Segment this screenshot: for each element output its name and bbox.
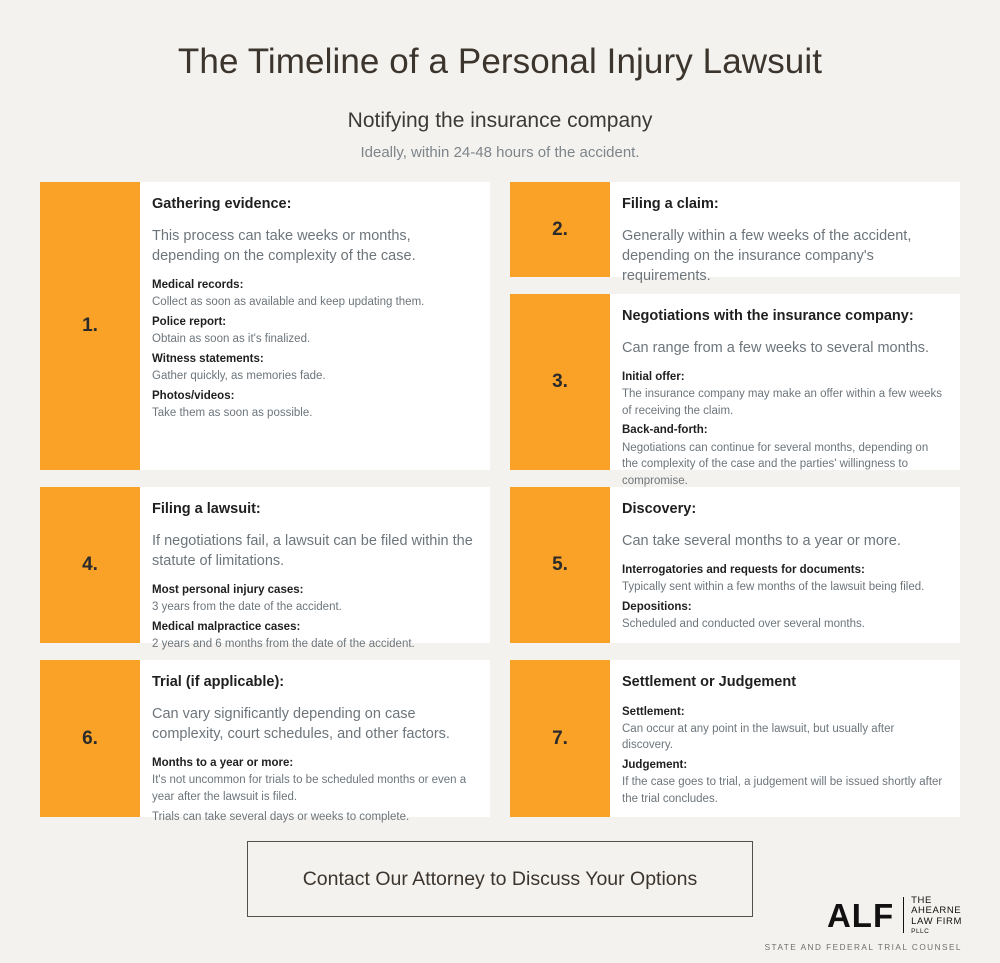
- logo-firm-line-the: THE: [911, 895, 932, 906]
- step-detail-label: Most personal injury cases:: [152, 584, 304, 597]
- step-content: Settlement or Judgement Settlement: Can …: [610, 660, 960, 817]
- step-title: Filing a claim:: [622, 196, 719, 212]
- step-detail-label: Witness statements:: [152, 353, 264, 365]
- timeline-step-card: 1. Gathering evidence: This process can …: [40, 182, 490, 470]
- step-detail-text: The insurance company may make an offer …: [622, 388, 943, 417]
- page-header: The Timeline of a Personal Injury Lawsui…: [0, 0, 1000, 162]
- step-detail-item: Months to a year or more: It's not uncom…: [152, 755, 474, 806]
- step-title: Negotiations with the insurance company:: [622, 308, 914, 324]
- page-subtitle: Notifying the insurance company: [347, 109, 653, 133]
- step-detail-label: Interrogatories and requests for documen…: [622, 563, 865, 576]
- timeline-step-card: 6. Trial (if applicable): Can vary signi…: [40, 660, 490, 823]
- page-title: The Timeline of a Personal Injury Lawsui…: [177, 42, 823, 81]
- step-title: Discovery:: [622, 501, 697, 517]
- step-detail-text: Typically sent within a few months of th…: [622, 581, 925, 594]
- step-detail-text: Trials can take several days or weeks to…: [152, 810, 410, 823]
- step-number-badge: 7.: [510, 660, 610, 817]
- step-detail-label: Depositions:: [622, 600, 692, 613]
- step-lead: Generally within a few weeks of the acci…: [622, 227, 912, 285]
- step-detail-item: Initial offer: The insurance company may…: [622, 369, 944, 420]
- step-lead: Can take several months to a year or mor…: [622, 532, 901, 549]
- logo-firm-line-pllc: PLLC: [911, 927, 930, 935]
- timeline-step-card: 7. Settlement or Judgement Settlement: C…: [510, 660, 960, 817]
- step-detail-label: Settlement:: [622, 705, 685, 718]
- step-lead: Can vary significantly depending on case…: [152, 705, 450, 742]
- step-title: Gathering evidence:: [152, 196, 292, 212]
- step-content: Filing a lawsuit: If negotiations fail, …: [140, 487, 490, 650]
- law-firm-logo: ALF THE AHEARNE LAW FIRM PLLC STATE AND …: [764, 895, 962, 952]
- step-detail-text: It's not uncommon for trials to be sched…: [152, 774, 467, 804]
- step-number-badge: 5.: [510, 487, 610, 643]
- step-detail-text: Collect as soon as available and keep up…: [152, 296, 425, 309]
- step-detail-text: Obtain as soon as it's finalized.: [152, 333, 311, 346]
- timeline-step-card: 2. Filing a claim: Generally within a fe…: [510, 182, 960, 284]
- step-detail-text: 2 years and 6 months from the date of th…: [152, 638, 415, 651]
- page-subtitle-description: Ideally, within 24-48 hours of the accid…: [360, 144, 640, 162]
- step-detail-item: Witness statements: Gather quickly, as m…: [152, 351, 474, 385]
- step-detail-item: Judgement: If the case goes to trial, a …: [622, 757, 944, 808]
- step-detail-item: Photos/videos: Take them as soon as poss…: [152, 388, 474, 422]
- step-detail-label: Initial offer:: [622, 370, 685, 383]
- step-detail-item: Settlement: Can occur at any point in th…: [622, 704, 944, 755]
- timeline-column-left: 1. Gathering evidence: This process can …: [40, 182, 490, 834]
- step-number-badge: 3.: [510, 294, 610, 470]
- step-detail-label: Medical malpractice cases:: [152, 621, 301, 634]
- step-detail-label: Police report:: [152, 316, 227, 329]
- step-detail-label: Medical records:: [152, 279, 244, 292]
- step-detail-text: Negotiations can continue for several mo…: [622, 441, 929, 488]
- step-detail-text: If the case goes to trial, a judgement w…: [622, 776, 943, 806]
- step-content: Discovery: Can take several months to a …: [610, 487, 960, 643]
- step-detail-label: Judgement:: [622, 759, 688, 772]
- step-content: Negotiations with the insurance company:…: [610, 294, 960, 487]
- logo-mark-row: ALF THE AHEARNE LAW FIRM PLLC: [765, 895, 962, 935]
- step-detail-item: Medical records: Collect as soon as avai…: [152, 277, 474, 311]
- logo-firm-name: THE AHEARNE LAW FIRM PLLC: [911, 895, 962, 935]
- logo-monogram: ALF: [826, 896, 895, 934]
- step-lead: This process can take weeks or months, d…: [152, 227, 416, 264]
- step-content: Trial (if applicable): Can vary signific…: [140, 660, 490, 823]
- step-detail-text: Can occur at any point in the lawsuit, b…: [622, 722, 895, 752]
- step-title: Settlement or Judgement: [622, 674, 797, 690]
- step-detail-item: Most personal injury cases: 3 years from…: [152, 582, 474, 616]
- step-number-badge: 4.: [40, 487, 140, 643]
- step-detail-item: Police report: Obtain as soon as it's fi…: [152, 314, 474, 348]
- timeline-step-card: 4. Filing a lawsuit: If negotiations fai…: [40, 487, 490, 650]
- step-content: Gathering evidence: This process can tak…: [140, 182, 490, 470]
- logo-divider: [903, 897, 905, 934]
- timeline-column-right: 2. Filing a claim: Generally within a fe…: [510, 182, 960, 834]
- step-title: Trial (if applicable):: [152, 674, 285, 690]
- step-detail-item: Medical malpractice cases: 2 years and 6…: [152, 619, 474, 653]
- step-number-badge: 6.: [40, 660, 140, 817]
- step-detail-text: Scheduled and conducted over several mon…: [622, 618, 865, 631]
- step-title: Filing a lawsuit:: [152, 501, 261, 517]
- step-detail-item: Depositions: Scheduled and conducted ove…: [622, 599, 944, 633]
- timeline-step-card: 5. Discovery: Can take several months to…: [510, 487, 960, 643]
- logo-firm-line-ahearne: AHEARNE: [911, 905, 962, 917]
- step-detail-text: 3 years from the date of the accident.: [152, 601, 342, 614]
- step-detail-text: Take them as soon as possible.: [152, 407, 313, 420]
- logo-firm-line-lawfirm: LAW FIRM: [911, 915, 962, 927]
- step-detail-label: Months to a year or more:: [152, 757, 294, 770]
- step-detail-label: Photos/videos:: [152, 389, 235, 402]
- contact-attorney-button[interactable]: Contact Our Attorney to Discuss Your Opt…: [247, 841, 753, 917]
- step-number-badge: 2.: [510, 182, 610, 277]
- step-detail-item: Back-and-forth: Negotiations can continu…: [622, 422, 944, 489]
- step-lead: If negotiations fail, a lawsuit can be f…: [152, 532, 473, 569]
- step-detail-label: Back-and-forth:: [622, 424, 708, 437]
- step-detail-item: Trials can take several days or weeks to…: [152, 809, 474, 826]
- step-number-badge: 1.: [40, 182, 140, 470]
- logo-tagline: STATE AND FEDERAL TRIAL COUNSEL: [764, 942, 962, 952]
- step-content: Filing a claim: Generally within a few w…: [610, 182, 960, 284]
- step-detail-item: Interrogatories and requests for documen…: [622, 562, 944, 596]
- step-lead: Can range from a few weeks to several mo…: [622, 339, 930, 356]
- step-detail-text: Gather quickly, as memories fade.: [152, 370, 326, 383]
- timeline-step-card: 3. Negotiations with the insurance compa…: [510, 294, 960, 487]
